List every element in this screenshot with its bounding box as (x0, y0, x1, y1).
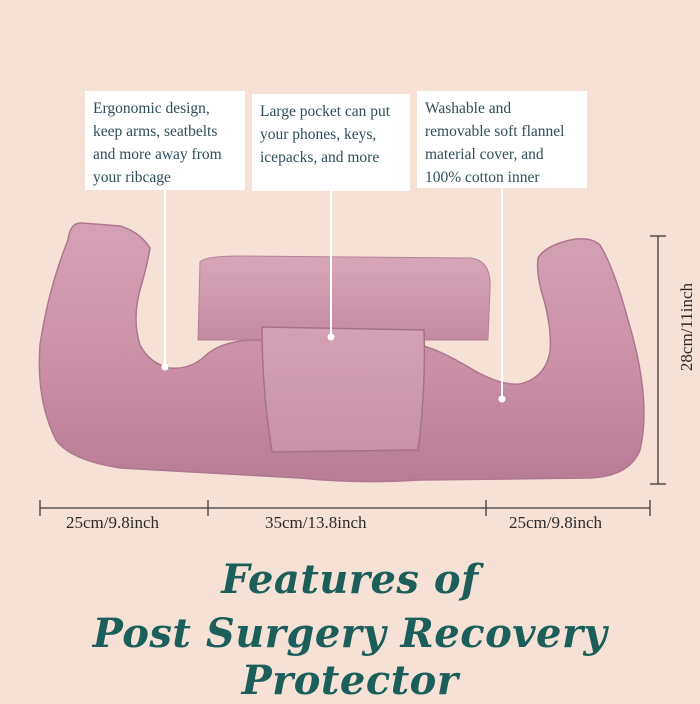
dimension-left-label: 25cm/9.8inch (66, 513, 160, 532)
front-pocket (261, 326, 426, 453)
dimension-height-label: 28cm/11inch (677, 282, 697, 372)
pointer-dot-1 (161, 363, 169, 371)
pointer-dot-3 (498, 395, 506, 403)
title-line-2: Post Surgery Recovery Protector (92, 610, 608, 704)
callout-ergonomic-design: Ergonomic design, keep arms, seatbelts a… (85, 91, 245, 190)
width-dimension-line (39, 500, 651, 516)
height-dimension-line (650, 235, 666, 485)
callout-washable-cover: Washable and removable soft flannel mate… (417, 91, 587, 188)
pointer-dot-2 (327, 333, 335, 341)
pillow-back-cushion (197, 255, 491, 341)
dimension-right-label: 25cm/9.8inch (509, 513, 603, 532)
title-line-1: Features of (221, 556, 479, 603)
callout-large-pocket: Large pocket can put your phones, keys, … (252, 94, 410, 191)
dimension-center-label: 35cm/13.8inch (265, 513, 367, 532)
